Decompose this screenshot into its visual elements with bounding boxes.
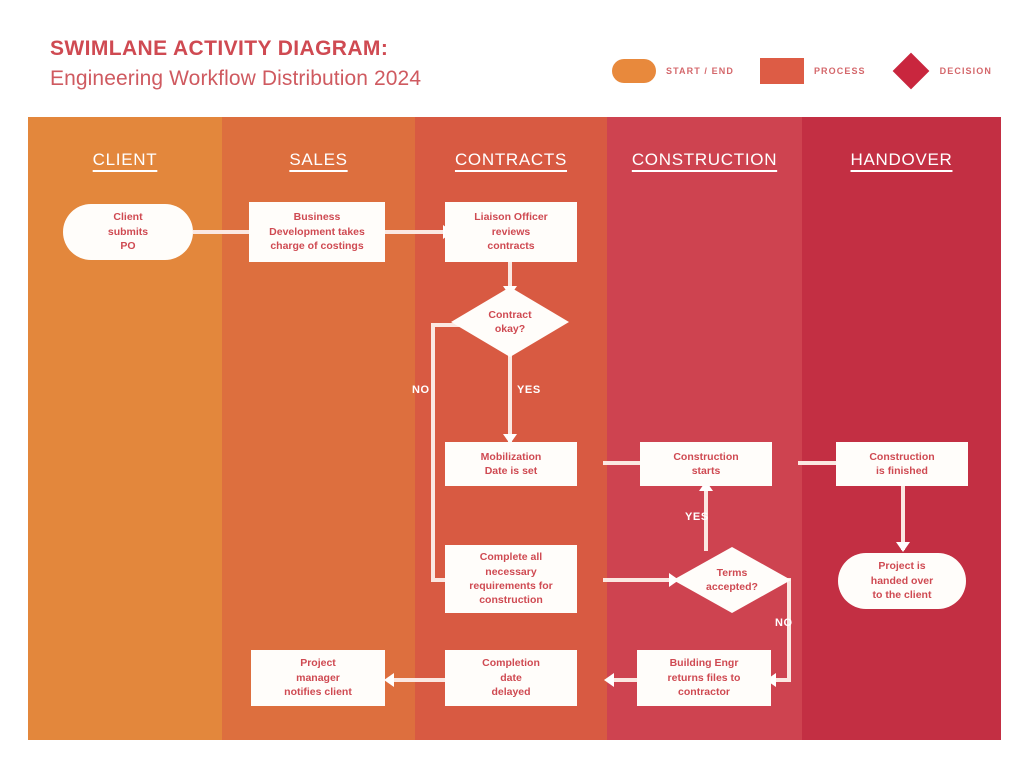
edge-label-contract-yes: YES bbox=[517, 384, 541, 396]
edge-construction-to-finished bbox=[798, 461, 856, 465]
legend-label-start-end: START / END bbox=[666, 66, 734, 76]
lane-header-handover: HANDOVER bbox=[850, 150, 953, 169]
edge-decision-no-down bbox=[431, 323, 435, 582]
edge-finished-to-handover bbox=[901, 485, 905, 550]
edge-requirements-to-terms bbox=[603, 578, 675, 582]
edge-engr-to-completion bbox=[607, 678, 661, 682]
page-title: SWIMLANE ACTIVITY DIAGRAM: Engineering W… bbox=[50, 36, 421, 94]
edge-sales-to-contracts bbox=[385, 230, 447, 234]
legend-item-start-end: START / END bbox=[612, 59, 734, 83]
arrow-completion-to-manager bbox=[384, 673, 394, 687]
arrow-terms-no bbox=[766, 673, 776, 687]
title-main: SWIMLANE ACTIVITY DIAGRAM: bbox=[50, 37, 389, 60]
legend-item-decision: DECISION bbox=[892, 52, 992, 90]
edge-mobilization-to-construction bbox=[603, 461, 671, 465]
lane-header-contracts: CONTRACTS bbox=[454, 150, 568, 169]
edge-terms-no-left bbox=[769, 678, 791, 682]
swimlane-board: CLIENT SALES CONTRACTS CONSTRUCTION HAND… bbox=[28, 117, 1001, 740]
arrow-finished-to-handover bbox=[896, 542, 910, 552]
legend-item-process: PROCESS bbox=[759, 58, 866, 84]
arrow-engr-to-completion bbox=[604, 673, 614, 687]
title-subtitle: Engineering Workflow Distribution 2024 bbox=[50, 67, 422, 91]
edge-terms-yes-up bbox=[704, 485, 708, 551]
arrow-decision-yes bbox=[503, 434, 517, 444]
pill-swatch-icon bbox=[612, 59, 656, 83]
diamond-swatch-icon bbox=[892, 52, 930, 90]
edge-client-to-sales bbox=[193, 230, 255, 234]
edge-terms-no-down bbox=[787, 578, 791, 682]
lane-header-sales: SALES bbox=[289, 150, 348, 169]
arrow-terms-yes bbox=[699, 481, 713, 491]
lane-handover: HANDOVER bbox=[802, 117, 1001, 740]
legend-label-process: PROCESS bbox=[813, 66, 866, 76]
edge-decision-yes-down bbox=[508, 354, 512, 442]
lane-header-construction: CONSTRUCTION bbox=[631, 150, 778, 169]
edge-liaison-to-decision bbox=[508, 261, 512, 292]
rect-swatch-icon bbox=[759, 58, 804, 84]
legend-label-decision: DECISION bbox=[939, 66, 992, 76]
edge-completion-to-manager bbox=[387, 678, 445, 682]
edge-label-contract-no: NO bbox=[412, 384, 430, 396]
edge-label-terms-no: NO bbox=[775, 617, 793, 629]
legend: START / END PROCESS DECISION bbox=[612, 52, 992, 90]
lane-construction: CONSTRUCTION bbox=[607, 117, 802, 740]
edge-label-terms-yes: YES bbox=[685, 511, 709, 523]
lane-header-client: CLIENT bbox=[92, 150, 158, 169]
